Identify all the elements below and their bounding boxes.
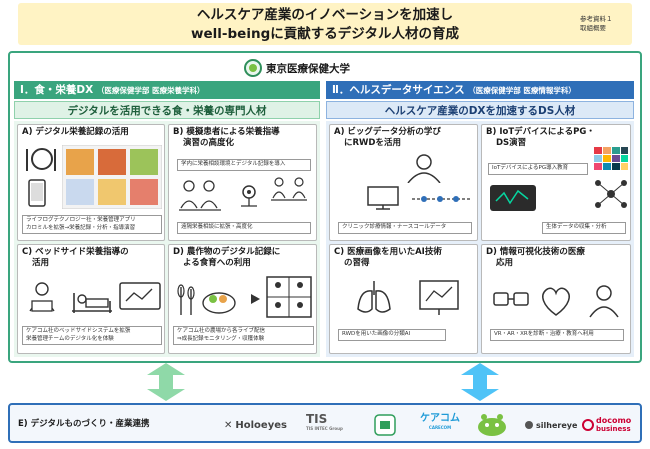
industry-partnership-panel: E) デジタルものづくり・産業連携 ✕Holoeyes TIS TIS INTE… — [8, 403, 642, 443]
card-right-c-note: RWDを用いた画像の分類AI — [338, 329, 446, 341]
card-left-c-note: ケアコム社のベッドサイドシステムを拡張 栄養管理チームのデジタル化を体験 — [22, 326, 162, 345]
card-right-d-title-line-2: 応用 — [496, 258, 514, 268]
carecom-logo-subtext: CARECOM — [428, 425, 452, 430]
left-column-heading: Ⅰ．食・栄養DX （医療保健学部 医療栄養学科） — [14, 81, 320, 99]
card-left-c: C) ベッドサイド栄養指導の 活用 ケアコム社のベッドサイドシステムを拡張 栄養… — [17, 244, 165, 354]
card-left-a-note-line-1: ライフログテクノロジー社・栄養管理アプリ — [26, 217, 136, 223]
card-right-a-title-line-1: A) ビッグデータ分析の学び — [334, 127, 441, 137]
data-flow-icon — [412, 196, 470, 202]
card-left-a-note-line-2: カロミルを拡張→栄養記録・分析・指導演習 — [26, 224, 136, 231]
tableware-icon — [26, 148, 56, 171]
card-right-c: C) 医療画像を用いたAI技術 の習得 RWDを用いた画像の分類AI — [329, 244, 478, 354]
nutrition-app-screens — [62, 145, 162, 209]
right-heading-dept: （医療保健学部 医療情報学科） — [468, 86, 576, 95]
heart-organ-icon — [542, 287, 570, 316]
card-left-d-note-line-2: ⇒成長記録モニタリング・収穫体験 — [177, 335, 265, 342]
right-heading-text: Ⅱ．ヘルスデータサイエンス — [332, 84, 465, 96]
business-text: business — [596, 425, 631, 433]
docomo-text: docomo — [596, 416, 632, 425]
card-left-b: B) 模擬患者による栄養指導 演習の高度化 学内に栄養相談環境とデジタル記録を導… — [168, 124, 317, 241]
ai-analysis-screen-icon — [419, 280, 459, 315]
carecom-logo: ケアコム CARECOM — [420, 413, 460, 437]
card-right-b: B) IoTデバイスによるPG・ DS演習 IoTデバイスによるPG導入教育 生… — [481, 124, 631, 241]
card-left-b-title-line-2: 演習の高度化 — [183, 138, 235, 148]
doctor-icon — [407, 154, 441, 183]
reference-note-line-1: 参考資料１ — [580, 15, 613, 23]
card-left-a: A) デジタル栄養記録の活用 ライフログテクノロジー社・栄養管理アプリ カロミル… — [17, 124, 165, 241]
card-right-a-note: クリニック診療情報・ナースコールデータ — [338, 222, 472, 234]
vr-glasses-icon — [493, 292, 529, 306]
right-column-heading: Ⅱ．ヘルスデータサイエンス （医療保健学部 医療情報学科） — [326, 81, 634, 99]
laptop-user-icon — [29, 282, 55, 312]
card-left-c-title-line-1: C) ベッドサイド栄養指導の — [22, 247, 129, 257]
holoeyes-logo-text: Holoeyes — [235, 419, 287, 431]
card-left-d-note: ケアコム社の農場から各ライブ配信 ⇒成長記録モニタリング・収穫体験 — [173, 326, 314, 345]
title-line-1: ヘルスケア産業のイノベーションを加速し — [196, 7, 454, 23]
card-right-d-title-line-1: D) 情報可視化技術の医療 — [486, 247, 585, 257]
card-right-b-note-bottom: 生体データの収集・分析 — [542, 222, 626, 234]
color-grid-icon — [594, 147, 628, 170]
card-right-a-title-line-2: にRWDを活用 — [344, 138, 401, 148]
silhereye-logo-text: silhereye — [536, 420, 578, 430]
network-graph-icon — [595, 180, 627, 208]
university-emblem-icon — [244, 59, 262, 77]
card-right-c-title-line-1: C) 医療画像を用いたAI技術 — [334, 247, 442, 257]
left-column-subtitle: デジタルを活用できる食・栄養の専門人材 — [14, 101, 320, 119]
card-right-b-title-line-1: B) IoTデバイスによるPG・ — [486, 127, 595, 137]
crops-illustration — [177, 284, 236, 315]
card-right-c-title-line-2: の習得 — [344, 258, 370, 268]
card-left-b-note-top: 学内に栄養相談環境とデジタル記録を導入 — [177, 159, 311, 171]
title-line-2: well-beingに貢献するデジタル人材の育成 — [191, 26, 459, 42]
counseling-scene-illustration — [179, 177, 307, 211]
industry-partnership-title: E) デジタルものづくり・産業連携 — [18, 419, 150, 429]
tis-group-text: TIS INTEC Group — [306, 426, 343, 431]
carecom-logo-text: ケアコム — [420, 413, 460, 424]
mascot-logo — [476, 413, 508, 437]
university-name: 東京医療保健大学 — [266, 62, 350, 75]
card-left-d-title-line-1: D) 農作物のデジタル記録に — [173, 247, 281, 257]
card-left-c-title-line-2: 活用 — [32, 258, 50, 268]
card-left-d-note-line-1: ケアコム社の農場から各ライブ配信 — [177, 328, 266, 334]
left-heading-text: Ⅰ．食・栄養DX — [20, 84, 94, 96]
lungs-icon — [357, 281, 391, 313]
doctor-icon — [589, 285, 619, 318]
docomo-business-logo: docomo business — [582, 413, 631, 437]
green-app-logo — [374, 413, 396, 437]
card-right-b-note-top: IoTデバイスによるPG導入教育 — [488, 163, 588, 175]
green-double-arrow-icon — [147, 363, 185, 401]
card-left-d: D) 農作物のデジタル記録に よる食育への利用 ケアコム社の農場から各ライブ配信… — [168, 244, 317, 354]
blue-double-arrow-icon — [461, 363, 499, 401]
card-right-d: D) 情報可視化技術の医療 応用 VR・AR・XRを診断・治療・教育へ利用 — [481, 244, 631, 354]
card-right-d-note: VR・AR・XRを診断・治療・教育へ利用 — [490, 329, 624, 341]
iot-device-icon — [490, 185, 536, 211]
holoeyes-logo: ✕Holoeyes — [224, 419, 287, 431]
card-right-a: A) ビッグデータ分析の学び にRWDを活用 クリニック診療情報・ナースコールデ… — [329, 124, 478, 241]
video-conference-icon — [266, 276, 312, 318]
card-left-d-title-line-2: よる食育への利用 — [183, 258, 251, 268]
reference-note: 参考資料１ 取組概要 — [580, 15, 613, 33]
title-banner: ヘルスケア産業のイノベーションを加速し well-beingに貢献するデジタル人… — [18, 3, 632, 45]
card-left-c-note-line-2: 栄養管理チームのデジタル化を体験 — [26, 335, 114, 342]
card-right-b-title-line-2: DS演習 — [496, 138, 527, 148]
tis-logo: TIS TIS INTEC Group — [306, 413, 343, 437]
university-header: 東京医療保健大学 — [244, 57, 350, 79]
right-column-subtitle: ヘルスケア産業のDXを加速するDS人材 — [326, 101, 634, 119]
card-left-a-note: ライフログテクノロジー社・栄養管理アプリ カロミルを拡張→栄養記録・分析・指導演… — [22, 215, 162, 234]
silhereye-logo: silhereye — [524, 413, 577, 437]
left-heading-dept: （医療保健学部 医療栄養学科） — [96, 86, 205, 95]
tis-logo-text: TIS — [306, 412, 328, 426]
smartphone-icon — [28, 179, 46, 207]
tablet-screen-icon — [119, 282, 161, 310]
card-left-b-title-line-1: B) 模擬患者による栄養指導 — [173, 127, 280, 137]
card-left-b-note-bottom: 遠隔栄養相談に拡張・高度化 — [177, 222, 311, 234]
arrow-right-icon — [251, 294, 260, 304]
hospital-bed-icon — [72, 293, 112, 313]
card-left-a-title: A) デジタル栄養記録の活用 — [22, 127, 129, 137]
reference-note-line-2: 取組概要 — [580, 24, 606, 32]
card-left-c-note-line-1: ケアコム社のベッドサイドシステムを拡張 — [26, 328, 131, 334]
computer-monitor-icon — [367, 186, 399, 210]
